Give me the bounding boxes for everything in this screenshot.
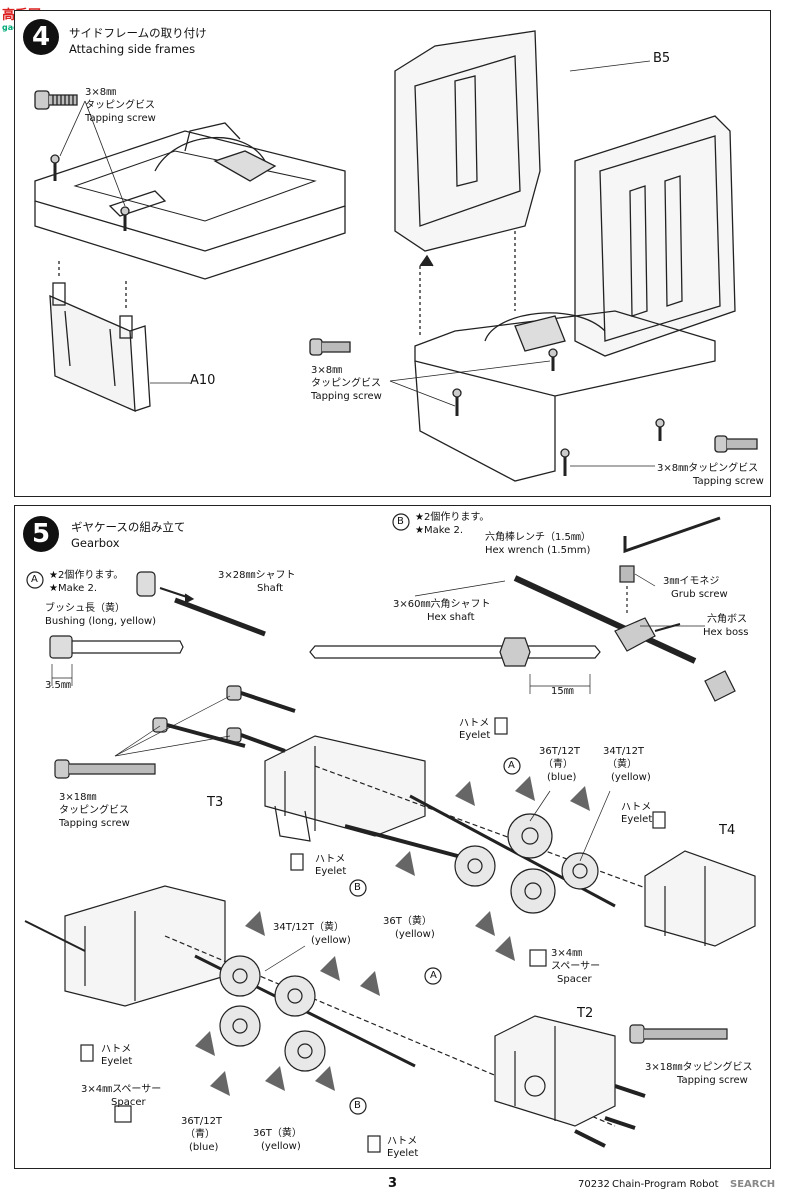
gear-color-jp: （青） — [185, 1129, 215, 1140]
step-title-en: Gearbox — [71, 536, 120, 550]
dimension-3-5: 3.5㎜ — [45, 680, 71, 691]
bushing-en: Bushing (long, yellow) — [45, 616, 157, 627]
sub-b-letter: B — [397, 516, 404, 527]
bushing-jp: ブッシュ長（黄） — [45, 603, 125, 614]
hex-wrench-en: Hex wrench (1.5mm) — [485, 545, 591, 556]
screw-type-en: Tapping screw — [677, 1075, 748, 1086]
screw-type-en: Tapping screw — [59, 818, 130, 829]
screw-label: 3×8㎜タッピングビス — [657, 463, 759, 474]
spacer-type-jp: スペーサー — [551, 961, 601, 972]
step-5-panel: 5 ギヤケースの組み立て Gearbox B ★2個作ります。 ★Make 2.… — [14, 505, 771, 1169]
gear-label: 36T/12T — [539, 746, 581, 757]
grub-screw-en: Grub screw — [671, 589, 728, 600]
ref-b-label: B — [354, 1100, 361, 1111]
step-4-illustration — [34, 30, 758, 482]
gear-color-en: (blue) — [189, 1142, 219, 1153]
part-label-t4: T4 — [719, 823, 736, 838]
page-number: 3 — [388, 1176, 398, 1191]
eyelet-en: Eyelet — [621, 814, 653, 825]
spacer-size-jp: 3×4㎜ — [551, 948, 583, 959]
eyelet-jp: ハトメ — [387, 1136, 418, 1147]
step-title-jp: サイドフレームの取り付け — [69, 26, 207, 40]
gear-color-en: (blue) — [547, 772, 577, 783]
shaft-28-en: Shaft — [257, 583, 284, 594]
sub-a-make-en: ★Make 2. — [49, 583, 98, 594]
shaft-28-jp: 3×28㎜シャフト — [218, 570, 296, 581]
step-number-badge: 5 — [23, 516, 59, 552]
hex-shaft-en: Hex shaft — [427, 612, 475, 623]
hex-boss-jp: 六角ボス — [707, 614, 747, 625]
gear-color-en: (yellow) — [261, 1141, 301, 1152]
part-label-a10: A10 — [190, 373, 216, 388]
screw-type-en: Tapping screw — [85, 113, 156, 124]
step-5-illustration — [24, 513, 756, 1153]
spacer-size-jp: 3×4㎜スペーサー — [81, 1084, 162, 1095]
screw-type-jp: タッピングビス — [311, 378, 381, 389]
dimension-15: 15㎜ — [551, 686, 574, 697]
gear-color-en: (yellow) — [395, 929, 435, 940]
sub-b-make-jp: ★2個作ります。 — [415, 512, 490, 523]
step-number-badge: 4 — [23, 19, 59, 55]
ref-a-label: A — [430, 970, 437, 981]
gear-label: 36T/12T — [181, 1116, 223, 1127]
eyelet-jp: ハトメ — [101, 1044, 132, 1055]
hex-boss-en: Hex boss — [703, 627, 749, 638]
footer-title: Chain-Program Robot — [612, 1179, 719, 1190]
sub-a-make-jp: ★2個作ります。 — [49, 570, 124, 581]
screw-type-jp: タッピングビス — [85, 100, 155, 111]
ref-b-label: B — [354, 882, 361, 893]
spacer-type-en: Spacer — [111, 1097, 146, 1108]
hex-shaft-jp: 3×60㎜六角シャフト — [393, 599, 491, 610]
part-label-t3: T3 — [207, 795, 224, 810]
sub-a-letter: A — [31, 574, 38, 585]
gear-label: 34T/12T（黄） — [273, 922, 345, 933]
eyelet-en: Eyelet — [101, 1056, 133, 1067]
step-title-en: Attaching side frames — [69, 42, 196, 56]
part-label-t2: T2 — [577, 1006, 594, 1021]
eyelet-jp: ハトメ — [315, 854, 346, 865]
screw-type-en: Tapping screw — [311, 391, 382, 402]
gear-color-jp: （青） — [543, 759, 573, 770]
eyelet-en: Eyelet — [459, 730, 491, 741]
footer-code: 70232 — [578, 1179, 610, 1190]
gear-label: 36T（黄） — [383, 916, 432, 927]
ref-a-label: A — [508, 760, 515, 771]
step-title-jp: ギヤケースの組み立て — [71, 520, 186, 534]
eyelet-jp: ハトメ — [621, 802, 652, 813]
spacer-type-en: Spacer — [557, 974, 592, 985]
eyelet-en: Eyelet — [387, 1148, 419, 1159]
gear-color-en: (yellow) — [611, 772, 651, 783]
screw-size-label: 3×18㎜ — [59, 792, 97, 803]
eyelet-en: Eyelet — [315, 866, 347, 877]
gear-label: 36T（黄） — [253, 1128, 302, 1139]
gear-color-jp: （黄） — [607, 759, 637, 770]
eyelet-jp: ハトメ — [459, 718, 490, 729]
part-label-b5: B5 — [653, 51, 671, 66]
screw-label: 3×18㎜タッピングビス — [645, 1062, 753, 1073]
hex-wrench-jp: 六角棒レンチ（1.5㎜） — [485, 532, 591, 543]
grub-screw-jp: 3㎜イモネジ — [663, 576, 720, 587]
screw-size-label: 3×8㎜ — [311, 365, 343, 376]
gear-label: 34T/12T — [603, 746, 645, 757]
footer-search: SEARCH — [730, 1179, 776, 1190]
screw-size-label: 3×8㎜ — [85, 87, 117, 98]
screw-type-en: Tapping screw — [693, 476, 764, 487]
screw-type-jp: タッピングビス — [59, 805, 129, 816]
sub-b-make-en: ★Make 2. — [415, 525, 464, 536]
step-4-panel: 4 サイドフレームの取り付け Attaching side frames 3×8… — [14, 10, 771, 497]
gear-color-en: (yellow) — [311, 935, 351, 946]
